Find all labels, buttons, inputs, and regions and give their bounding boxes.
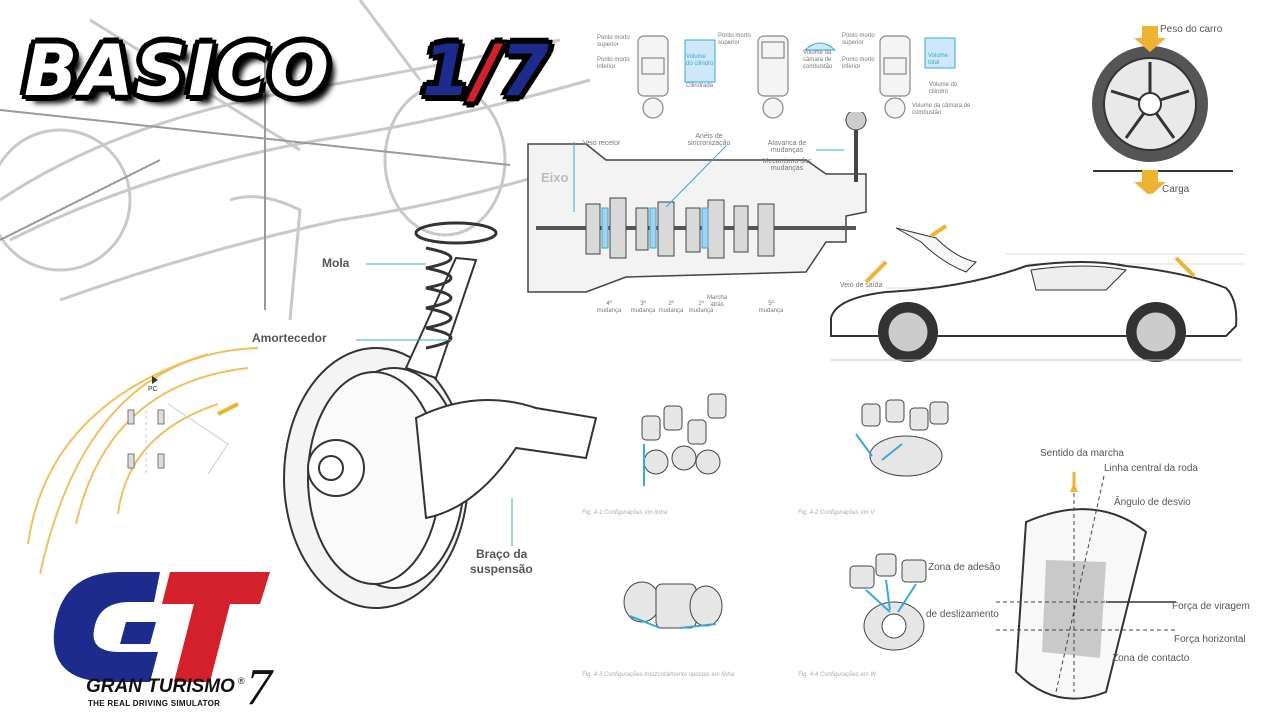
gear1-label: 1ª mudança (688, 301, 714, 314)
slip-angle-diagram (996, 472, 1176, 700)
title-number: 1/7 (422, 30, 551, 112)
engine-caption-inline: Fig. 4-1 Configurações em linha (582, 510, 668, 516)
title-word: BASICO (24, 30, 331, 112)
gear-input-shaft-label: Veio recetor (583, 140, 621, 147)
gear-mechanism-label: Mecanismo das mudanças (762, 158, 812, 172)
gear-output-label: Veio de saída (840, 282, 883, 289)
cyl1-volume-label: Volume do cilindro (686, 54, 714, 67)
tire-load-diagram (1092, 26, 1233, 194)
gt-logo-tagline: THE REAL DRIVING SIMULATOR (88, 699, 221, 708)
engine-v-diagram (855, 399, 949, 477)
cyl2-top-label: Ponto morto superior (718, 33, 751, 46)
gearbox-diagram (527, 112, 867, 293)
engine-w-diagram (849, 553, 927, 651)
cyl3-total-label: Volume total (928, 53, 949, 66)
gear-reverse-label: Marcha atrás (706, 295, 727, 308)
gt-emblem-icon (53, 572, 270, 682)
gear-lever-label: Alavanca de mudanças (767, 140, 807, 154)
background-car-sketch (0, 0, 591, 321)
cyl3-volume-label: Volume do cilindro (929, 82, 958, 95)
gran-turismo-logo: GRAN TURISMO ® 7 THE REAL DRIVING SIMULA… (50, 572, 290, 717)
slip-horizontal-label: Força horizontal (1174, 634, 1246, 645)
suspension-arm-label-2: suspensão (470, 562, 533, 576)
suspension-damper-label: Amortecedor (252, 331, 327, 345)
gear5-label: 5ª mudança (758, 301, 784, 314)
engine-caption-boxer: Fig. 4-3 Configurações horizontalmente o… (582, 672, 735, 678)
slip-direction-label: Sentido da marcha (1040, 448, 1124, 459)
engine-caption-w: Fig. 4-4 Configurações em W (798, 672, 877, 678)
gt-logo-name: GRAN TURISMO (86, 676, 235, 697)
slip-centerline-label: Linha central da roda (1104, 463, 1198, 474)
gear-synchro-label: Anéis de sincronização (687, 133, 731, 147)
cylinder-diagrams (637, 35, 956, 119)
tire-weight-label: Peso do carro (1160, 24, 1223, 35)
tire-load-label: Carga (1162, 184, 1190, 195)
title-number-one: 1 (422, 30, 473, 112)
cyl3-bottom-label: Ponto morto inferior (842, 57, 875, 70)
yaw-pc-label: PC (148, 386, 158, 393)
gear3-label: 3ª mudança (630, 301, 656, 314)
slip-angle-label: Ângulo de desvio (1114, 497, 1191, 508)
sports-car-diagram (830, 224, 1246, 362)
yaw-diagram (27, 347, 259, 575)
gear-shaft-label: Eixo (541, 170, 569, 185)
engine-inline-diagram (641, 393, 727, 486)
cyl3-chamber-label: Volume da câmara de combustão (912, 103, 971, 116)
slip-cornering-label: Força de viragem (1172, 601, 1250, 612)
suspension-diagram (283, 221, 598, 609)
slip-sliding-label: de deslizamento (926, 609, 999, 620)
engine-caption-v: Fig. 4-2 Configurações em V (798, 510, 875, 516)
gear2-label: 2ª mudança (658, 301, 684, 314)
cyl1-top-label: Ponto morto superior (597, 35, 630, 48)
gt-logo-number: 7 (246, 659, 272, 716)
main-title: BASICO 1/7 (4, 12, 604, 130)
gear4-label: 4ª mudança (596, 301, 622, 314)
slip-contact-label: Zona de contacto (1112, 653, 1190, 664)
cyl3-top-label: Ponto morto superior (842, 33, 875, 46)
title-number-slash: / (472, 30, 501, 112)
cyl1-displacement-label: Cilindrada (686, 83, 714, 89)
title-number-seven: 7 (500, 30, 552, 112)
cyl2-chamber-label: Volume da câmara de combustão (803, 50, 833, 70)
engine-boxer-diagram (623, 581, 723, 629)
slip-adhesion-label: Zona de adesão (928, 562, 1001, 573)
suspension-spring-label: Mola (322, 256, 350, 270)
gt-logo-registered: ® (238, 676, 245, 686)
suspension-arm-label-1: Braço da (476, 547, 528, 561)
cyl1-bottom-label: Ponto morto inferior (597, 57, 630, 70)
